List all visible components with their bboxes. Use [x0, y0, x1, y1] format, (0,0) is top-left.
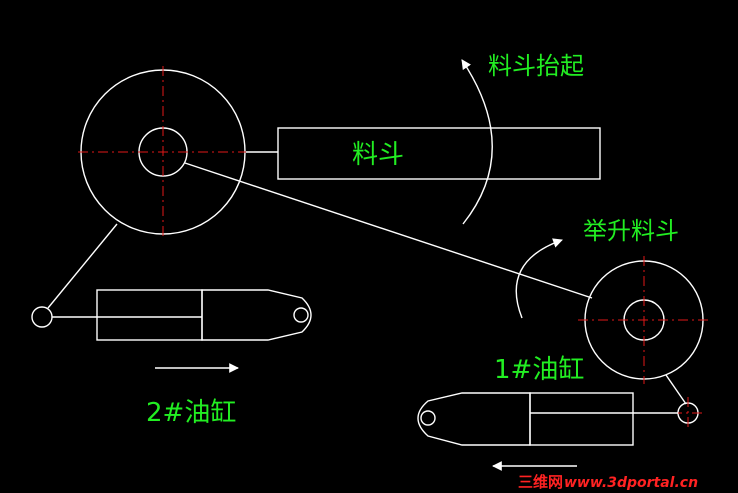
cylinder-2-label: 2#油缸 [146, 398, 236, 428]
hopper-raise-label: 料斗抬起 [488, 52, 584, 80]
cylinder-2 [31, 223, 312, 341]
right-pivot-wheel [578, 256, 712, 384]
watermark-url: www.3dportal.cn [564, 475, 698, 491]
hopper-raise-arrow [461, 59, 493, 225]
cylinder-1-label: 1#油缸 [494, 355, 584, 385]
lift-hopper-label: 举升料斗 [583, 217, 679, 245]
watermark: 三维网 www.3dportal.cn [518, 473, 698, 491]
hopper-label: 料斗 [352, 140, 404, 170]
watermark-brand: 三维网 [518, 473, 563, 491]
connecting-rod [184, 162, 593, 299]
hopper-body [246, 127, 601, 180]
cylinder-1 [417, 374, 706, 446]
left-pivot-wheel [78, 66, 250, 238]
lift-hopper-arrow [515, 238, 563, 319]
